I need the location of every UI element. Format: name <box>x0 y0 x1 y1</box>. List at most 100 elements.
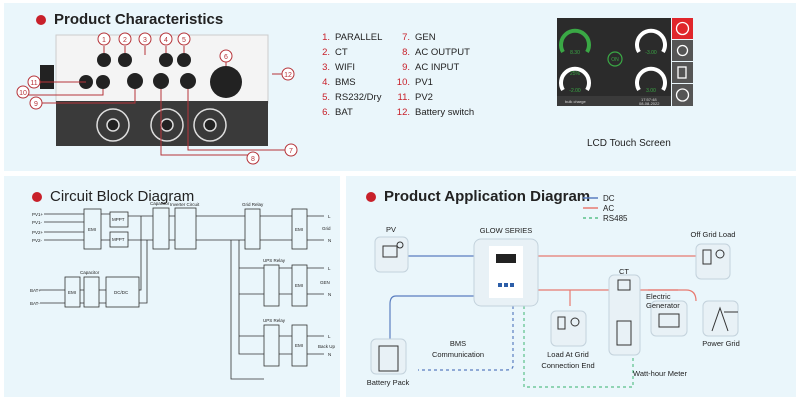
center-status <box>607 51 623 67</box>
bullet-icon <box>32 191 42 202</box>
port-item: 1.PARALLEL <box>322 32 383 43</box>
product-characteristics-panel: Product Characteristics <box>4 3 796 171</box>
callout-7: 7 <box>289 148 293 155</box>
pv-value: 8.30 <box>570 50 580 56</box>
ct-icon <box>617 279 631 291</box>
port-item: 3.WIFI <box>322 62 356 73</box>
mppt-label: MPPT <box>112 217 125 222</box>
meter-label: Watt-hour Meter <box>633 369 687 378</box>
callout-11: 11 <box>30 80 37 87</box>
off-grid-load-node <box>695 243 731 280</box>
inverter-display <box>496 254 516 263</box>
status-text: bulk charge <box>565 99 586 104</box>
center-label: ON <box>611 57 619 63</box>
port-item: 12.Battery switch <box>396 107 475 118</box>
gear-icon <box>672 40 693 61</box>
fridge-icon <box>702 249 712 265</box>
bulb-icon <box>715 249 725 259</box>
solar-panel-icon <box>382 245 398 258</box>
legend-dc: DC <box>603 194 615 203</box>
ct-meter-node <box>608 274 641 356</box>
emi-label: EMI <box>295 343 303 348</box>
fans <box>96 108 227 142</box>
bullet-icon <box>36 14 46 25</box>
product-characteristics-title: Product Characteristics <box>36 11 223 28</box>
port-item: 10.PV1 <box>396 77 433 88</box>
info-icon <box>672 84 693 106</box>
battery-switch-handle <box>40 65 54 89</box>
meter-icon <box>616 320 632 346</box>
battery-soc: 25% <box>570 71 581 77</box>
application-title: Product Application Diagram <box>366 188 590 205</box>
emi-label: EMI <box>68 290 76 295</box>
power-grid-label: Power Grid <box>702 339 740 348</box>
fridge-icon <box>557 316 566 330</box>
ports <box>79 53 242 98</box>
pv1-plus-label: PV1+ <box>32 212 44 217</box>
battery-gauge <box>559 66 591 92</box>
bullet-icon <box>366 191 376 202</box>
capacitor-block <box>152 207 170 250</box>
port-item: 2.CT <box>322 47 348 58</box>
bat-plus-label: BAT+ <box>30 288 41 293</box>
bat-minus-label: BAT- <box>30 301 40 306</box>
load-grid-label-2: Connection End <box>541 361 594 370</box>
battery-node <box>370 338 407 375</box>
emi-block <box>291 264 308 307</box>
inverter-block <box>174 207 197 250</box>
port-list-left: 1.PARALLEL 2.CT 3.WIFI 4.BMS 5.RS232/Dry… <box>313 30 382 120</box>
capacitor-label: Capacitor <box>80 270 100 275</box>
dcdc-block <box>105 276 140 308</box>
grid-value: -3.00 <box>645 50 657 56</box>
circuit-block-title: Circuit Block Diagram <box>32 188 194 205</box>
output-name: Back Up <box>318 344 336 349</box>
callout-2: 2 <box>123 37 127 44</box>
emi-block <box>291 324 308 367</box>
output-l: L <box>328 334 331 339</box>
tower-icon <box>711 306 738 332</box>
pv-node <box>374 236 409 273</box>
port-item: 8.AC OUTPUT <box>402 47 470 58</box>
bms-label-2: Communication <box>432 350 484 359</box>
application-diagram: DC AC RS485 PV <box>367 194 740 388</box>
emi-block <box>83 208 102 250</box>
port-item: 4.BMS <box>322 77 356 88</box>
port-item: 7.GEN <box>402 32 436 43</box>
callout-3: 3 <box>143 37 147 44</box>
output-l: L <box>328 266 331 271</box>
time-text: 17:57:48 <box>641 97 657 102</box>
battery-value: -2.00 <box>569 88 581 94</box>
load-grid-label: Load At Grid <box>547 350 589 359</box>
port-item: 9.AC INPUT <box>402 62 460 73</box>
callout-5: 5 <box>182 37 186 44</box>
callout-lines <box>28 46 287 156</box>
capacitor-block <box>83 276 100 308</box>
off-grid-load-label: Off Grid Load <box>691 230 736 239</box>
inverter-illustration: 1 2 3 4 5 6 7 8 9 10 11 12 <box>16 32 298 165</box>
load-value: 3.00 <box>646 88 656 94</box>
ups-relay-block <box>263 324 280 367</box>
ups-relay-label: UPS Relay <box>263 258 286 263</box>
inverter-label: GLOW SERIES <box>480 226 533 235</box>
callout-numbers: 1 2 3 4 5 6 7 8 9 10 11 12 <box>19 37 293 163</box>
legend: DC AC RS485 <box>583 194 628 223</box>
load-grid-node <box>550 310 587 347</box>
emi-label: EMI <box>88 227 96 232</box>
power-grid-node <box>702 300 739 337</box>
callout-8: 8 <box>251 156 255 163</box>
callout-9: 9 <box>34 101 38 108</box>
title-text: Circuit Block Diagram <box>50 188 195 205</box>
emi-block <box>64 276 81 308</box>
pv-label: PV <box>386 225 396 234</box>
port-item: 5.RS232/Dry <box>322 92 382 103</box>
output-name: Grid <box>322 226 331 231</box>
circuit-block-panel: Circuit Block Diagram PV1+ PV1- PV2 <box>4 176 340 397</box>
inverter-device <box>489 246 523 298</box>
output-n: N <box>328 292 331 297</box>
callout-10: 10 <box>19 90 27 97</box>
pv2-minus-label: PV2- <box>32 238 43 243</box>
port-item: 11.PV2 <box>397 92 433 103</box>
ups-relay-label: UPS Relay <box>263 318 286 323</box>
sun-icon <box>396 241 404 249</box>
inverter-label: Inverter Circuit <box>170 202 200 207</box>
